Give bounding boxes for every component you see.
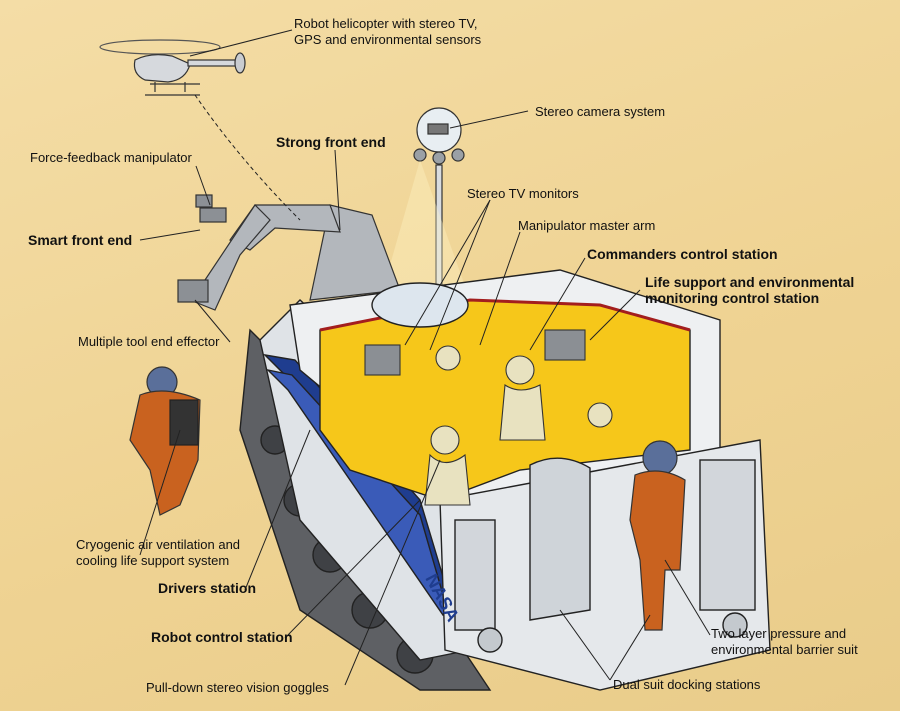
label-dual-suit: Dual suit docking stations (613, 677, 761, 692)
label-life-support-station: Life support and environmental monitorin… (645, 274, 854, 306)
label-helicopter-line-1: Robot helicopter with stereo TV, (294, 16, 478, 31)
label-cryogenic: Cryogenic air ventilation and cooling li… (76, 537, 240, 569)
walking-suit-figure (129, 366, 201, 516)
robot-helicopter (99, 39, 246, 96)
label-commanders-station: Commanders control station (587, 246, 778, 262)
label-smart-front-end: Smart front end (28, 232, 133, 248)
label-force-feedback: Force-feedback manipulator (30, 150, 192, 165)
label-drivers-station: Drivers station (158, 580, 257, 596)
label-stereo-camera: Stereo camera system (535, 104, 666, 119)
label-robot-control-station: Robot control station (151, 629, 293, 645)
label-life-support-line-2: monitoring control station (645, 290, 820, 306)
label-cryogenic-line-2: cooling life support system (76, 553, 230, 568)
label-pulldown-goggles: Pull-down stereo vision goggles (146, 680, 329, 695)
label-pressure-suit-line-2: environmental barrier suit (711, 642, 858, 657)
label-pressure-suit: Two layer pressure and environmental bar… (711, 626, 858, 658)
crew-figures (364, 329, 613, 506)
docked-suit-figure (629, 440, 686, 631)
label-life-support-line-1: Life support and environmental (645, 274, 855, 290)
label-strong-front-end: Strong front end (276, 134, 386, 150)
vehicle-hull (239, 269, 771, 691)
leader-lines (139, 29, 711, 686)
manipulator-arm (177, 194, 401, 311)
label-pressure-suit-line-1: Two layer pressure and (711, 626, 847, 641)
label-helicopter-line-2: GPS and environmental sensors (294, 32, 482, 47)
camera-mast (380, 107, 470, 300)
label-manipulator-master-arm: Manipulator master arm (518, 218, 656, 233)
label-helicopter: Robot helicopter with stereo TV, GPS and… (294, 16, 481, 48)
label-multiple-tool: Multiple tool end effector (78, 334, 220, 349)
label-cryogenic-line-1: Cryogenic air ventilation and (76, 537, 241, 552)
label-stereo-tv-monitors: Stereo TV monitors (467, 186, 579, 201)
